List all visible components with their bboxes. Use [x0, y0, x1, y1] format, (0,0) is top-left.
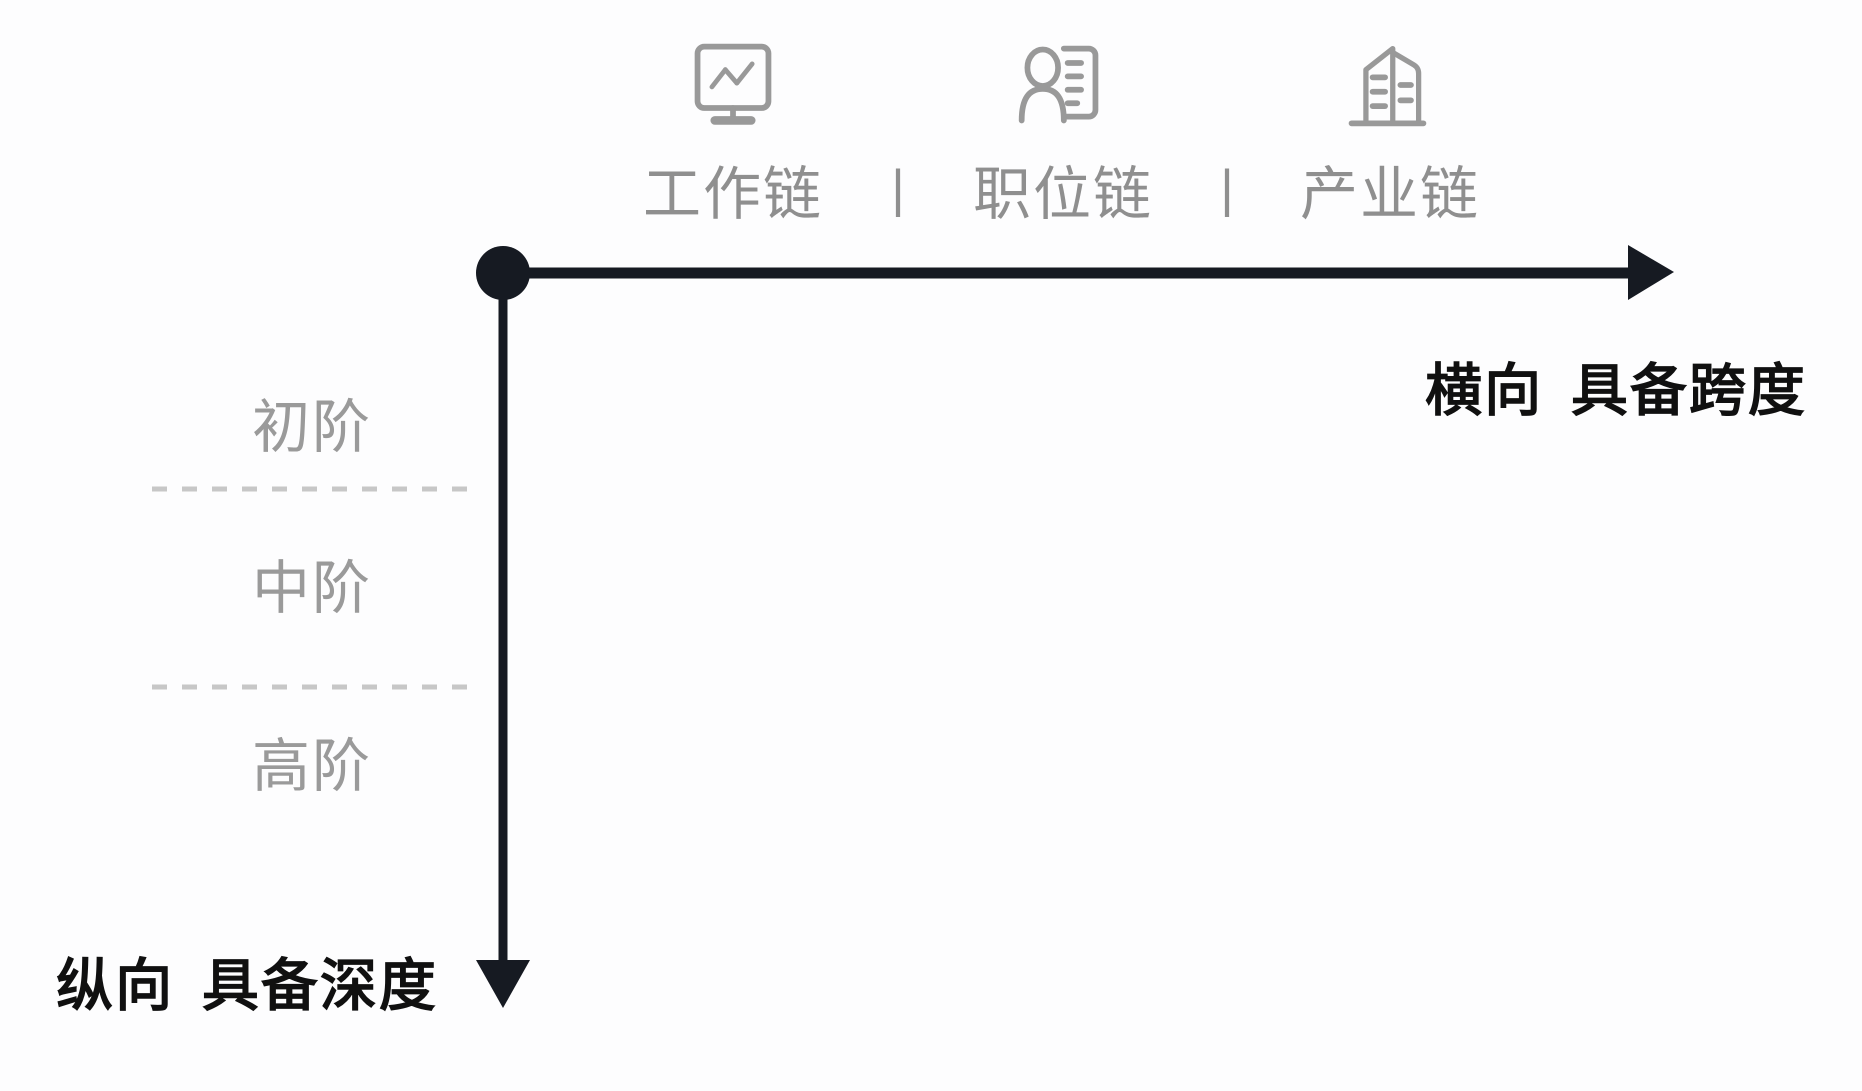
- chain-label-position: 职位链: [972, 162, 1154, 227]
- chain-separator: |: [1220, 160, 1234, 218]
- origin-dot: [476, 246, 530, 300]
- chain-separator: |: [891, 160, 905, 218]
- horizontal-axis-title: 横向 具备跨度: [1425, 359, 1807, 423]
- vertical-axis-title: 纵向 具备深度: [56, 954, 438, 1018]
- stage-label-beginner: 初阶: [251, 395, 373, 460]
- vertical-axis-arrowhead: [476, 960, 530, 1008]
- building-icon: [1341, 39, 1433, 131]
- stage-label-advanced: 高阶: [251, 734, 373, 799]
- chain-label-industry: 产业链: [1299, 162, 1481, 227]
- chain-label-work: 工作链: [642, 162, 824, 227]
- presentation-chart-icon: [687, 39, 779, 131]
- horizontal-axis-arrowhead: [1628, 245, 1674, 300]
- person-resume-icon: [1014, 39, 1106, 131]
- stage-label-intermediate: 中阶: [251, 556, 373, 621]
